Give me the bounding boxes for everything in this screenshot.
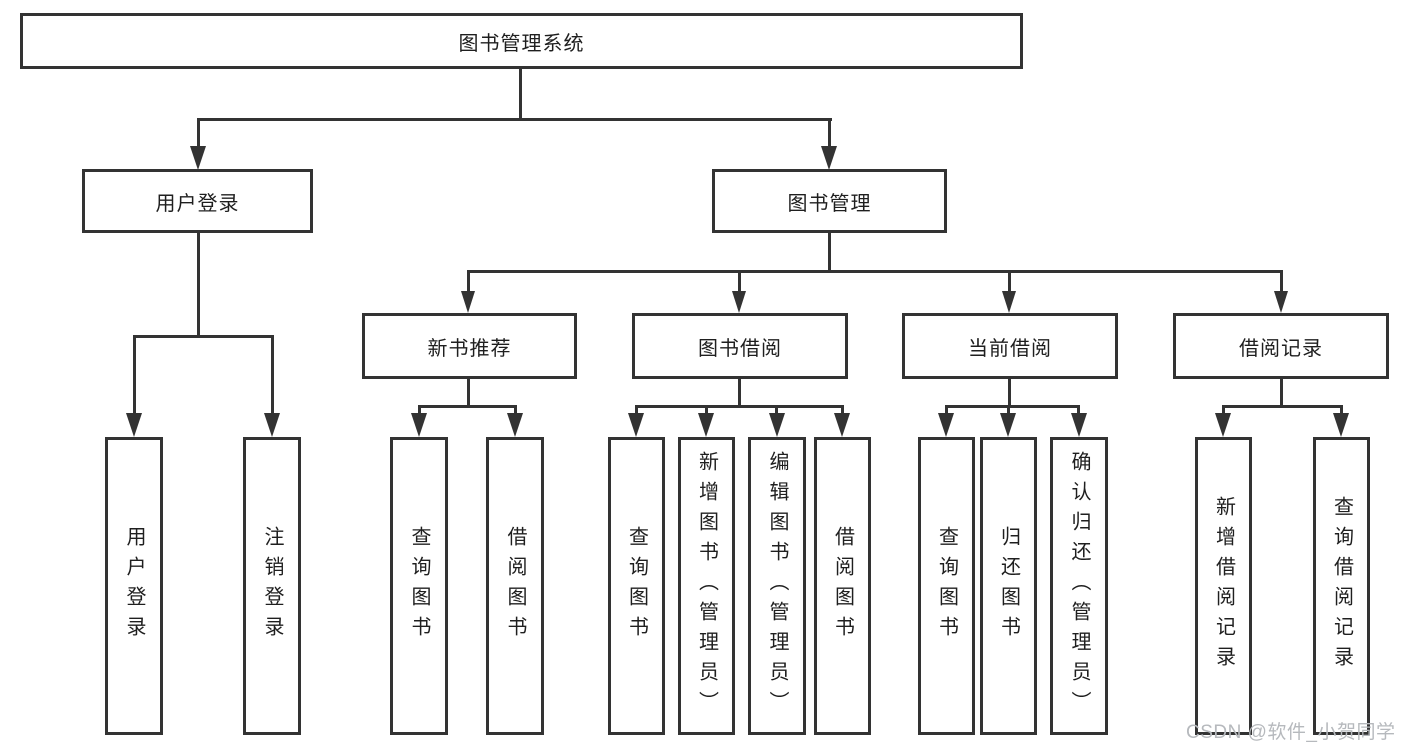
leaf-query-books-borrow-label: 查询图书: [625, 526, 648, 646]
connector-line: [519, 69, 522, 120]
connector-line: [841, 405, 844, 415]
connector-line: [635, 405, 844, 408]
connector-line: [738, 379, 741, 407]
connector-line: [197, 118, 832, 121]
arrowhead: [190, 146, 206, 170]
connector-line: [1007, 405, 1010, 415]
arrowhead: [938, 413, 954, 437]
leaf-logout: 注销登录: [243, 437, 301, 735]
node-borrow-records-label: 借阅记录: [1239, 337, 1323, 360]
connector-line: [467, 270, 470, 293]
arrowhead: [411, 413, 427, 437]
arrowhead: [461, 291, 475, 313]
leaf-edit-books-admin-label: 编辑图书（管理员）: [766, 451, 788, 721]
connector-line: [705, 405, 708, 415]
leaf-query-books-recommend-label: 查询图书: [408, 526, 430, 646]
connector-line: [1008, 270, 1011, 293]
connector-line: [1280, 379, 1283, 407]
connector-line: [828, 233, 831, 272]
connector-line: [945, 405, 948, 415]
arrowhead: [1000, 413, 1016, 437]
connector-line: [738, 270, 741, 293]
arrowhead: [264, 413, 280, 437]
arrowhead: [769, 413, 785, 437]
arrowhead: [834, 413, 850, 437]
leaf-add-books-admin: 新增图书（管理员）: [678, 437, 735, 735]
connector-line: [635, 405, 638, 415]
connector-line: [467, 270, 1283, 273]
arrowhead: [1215, 413, 1231, 437]
connector-line: [1340, 405, 1343, 415]
leaf-borrow-books-recommend: 借阅图书: [486, 437, 544, 735]
connector-line: [1222, 405, 1343, 408]
leaf-add-borrow-record-label: 新增借阅记录: [1212, 496, 1235, 676]
leaf-borrow-books-recommend-label: 借阅图书: [504, 526, 526, 646]
node-new-book-recommend: 新书推荐: [362, 313, 577, 379]
node-book-management: 图书管理: [712, 169, 947, 233]
leaf-borrow-books-label: 借阅图书: [831, 526, 854, 646]
arrowhead: [1002, 291, 1016, 313]
node-new-book-recommend-label: 新书推荐: [427, 337, 512, 360]
connector-line: [945, 405, 1080, 408]
leaf-add-books-admin-label: 新增图书（管理员）: [695, 451, 718, 721]
leaf-query-books-borrow: 查询图书: [608, 437, 665, 735]
connector-line: [271, 335, 274, 415]
connector-line: [133, 335, 136, 415]
connector-line: [418, 405, 421, 415]
leaf-query-books-current: 查询图书: [918, 437, 975, 735]
node-book-borrow: 图书借阅: [632, 313, 848, 379]
arrowhead: [507, 413, 523, 437]
arrowhead: [698, 413, 714, 437]
leaf-edit-books-admin: 编辑图书（管理员）: [748, 437, 806, 735]
connector-line: [1222, 405, 1225, 415]
connector-line: [775, 405, 778, 415]
leaf-query-borrow-record: 查询借阅记录: [1313, 437, 1370, 735]
arrowhead: [1333, 413, 1349, 437]
leaf-user-login: 用户登录: [105, 437, 163, 735]
leaf-query-borrow-record-label: 查询借阅记录: [1330, 496, 1353, 676]
connector-line: [418, 405, 517, 408]
connector-line: [1077, 405, 1080, 415]
connector-line: [1008, 379, 1011, 407]
leaf-confirm-return-admin-label: 确认归还（管理员）: [1068, 451, 1090, 721]
connector-line: [133, 335, 274, 338]
leaf-logout-label: 注销登录: [261, 526, 283, 646]
arrowhead: [126, 413, 142, 437]
node-user-login-label: 用户登录: [155, 192, 240, 215]
leaf-borrow-books: 借阅图书: [814, 437, 871, 735]
arrowhead: [1274, 291, 1288, 313]
node-book-borrow-label: 图书借阅: [698, 337, 782, 360]
leaf-add-borrow-record: 新增借阅记录: [1195, 437, 1252, 735]
leaf-confirm-return-admin: 确认归还（管理员）: [1050, 437, 1108, 735]
node-user-login: 用户登录: [82, 169, 313, 233]
leaf-return-books: 归还图书: [980, 437, 1037, 735]
leaf-return-books-label: 归还图书: [997, 526, 1020, 646]
connector-line: [467, 379, 470, 407]
arrowhead: [628, 413, 644, 437]
node-current-borrow: 当前借阅: [902, 313, 1118, 379]
connector-line: [828, 118, 831, 148]
leaf-user-login-label: 用户登录: [123, 526, 145, 646]
arrowhead: [821, 146, 837, 170]
leaf-query-books-recommend: 查询图书: [390, 437, 448, 735]
node-root-label: 图书管理系统: [458, 32, 585, 55]
connector-line: [197, 118, 200, 148]
connector-line: [197, 233, 200, 337]
connector-line: [514, 405, 517, 415]
node-book-management-label: 图书管理: [787, 192, 872, 215]
connector-line: [1280, 270, 1283, 293]
node-root: 图书管理系统: [20, 13, 1023, 69]
arrowhead: [1071, 413, 1087, 437]
node-current-borrow-label: 当前借阅: [968, 337, 1052, 360]
csdn-watermark: CSDN @软件_小贺同学: [1186, 722, 1396, 743]
arrowhead: [732, 291, 746, 313]
leaf-query-books-current-label: 查询图书: [935, 526, 958, 646]
node-borrow-records: 借阅记录: [1173, 313, 1389, 379]
